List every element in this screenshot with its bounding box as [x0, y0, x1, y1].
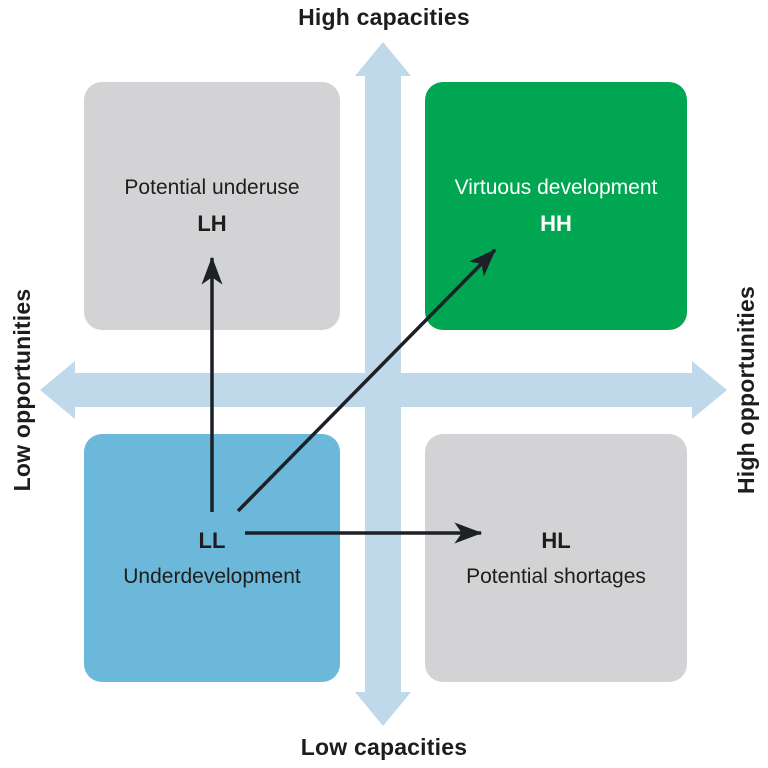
quadrant-title: Underdevelopment	[123, 564, 301, 588]
axis-label-high-opportunities: High opportunities	[733, 285, 759, 495]
quadrant-title: Potential shortages	[466, 564, 646, 588]
flow-arrow-ll-to-hh-icon	[236, 248, 497, 513]
axis-arrowhead-left-icon	[40, 361, 75, 419]
quadrant-code: HL	[541, 527, 571, 553]
quadrant-potential-shortages: HL Potential shortages	[425, 434, 687, 682]
axis-label-low-capacities: Low capacities	[300, 734, 468, 760]
axis-arrowhead-top-icon	[355, 42, 411, 76]
quadrant-code: LL	[198, 527, 226, 553]
quadrant-title: Virtuous development	[454, 175, 658, 199]
quadrant-code: HH	[540, 210, 572, 236]
axis-vertical-arrow	[355, 42, 411, 726]
axis-arrowhead-bottom-icon	[355, 692, 411, 726]
quadrant-virtuous-development: Virtuous development HH	[425, 82, 687, 330]
quadrant-title: Potential underuse	[124, 175, 300, 199]
axis-arrowhead-right-icon	[692, 361, 727, 419]
axis-label-high-capacities: High capacities	[298, 4, 470, 30]
axis-label-low-opportunities: Low opportunities	[9, 288, 35, 492]
quadrant-code: LH	[197, 210, 227, 236]
